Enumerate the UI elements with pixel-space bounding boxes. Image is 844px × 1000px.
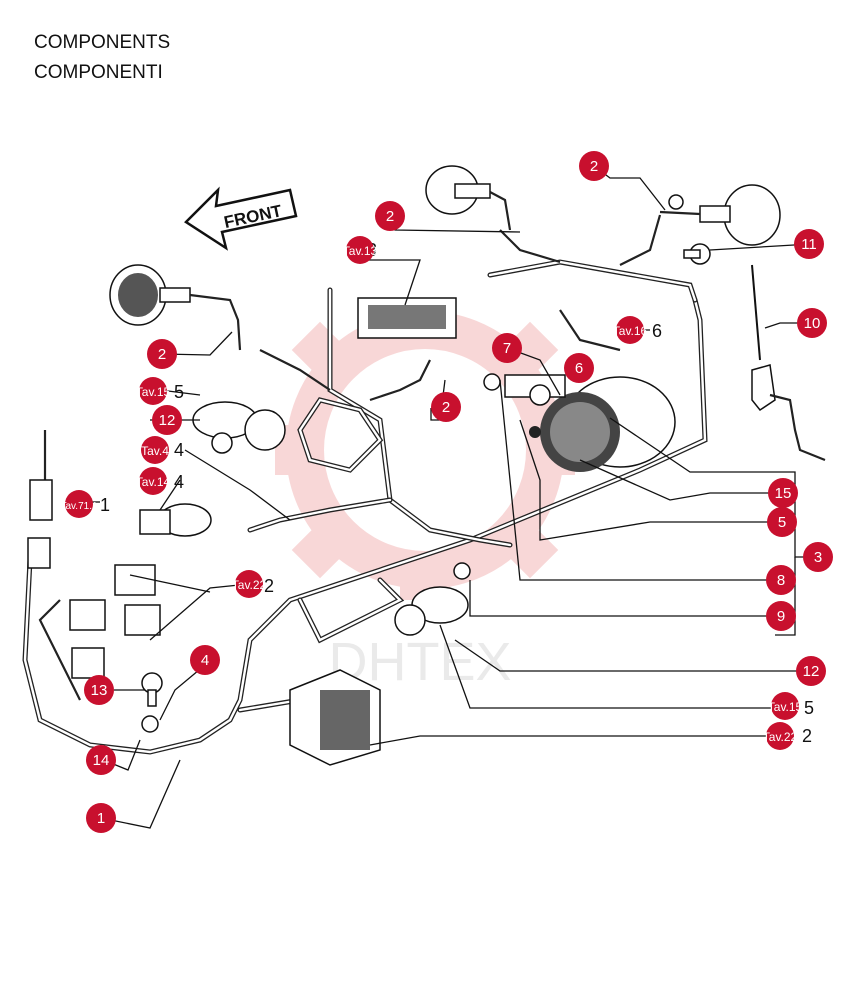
svg-text:Tav.16: Tav.16 bbox=[613, 324, 648, 338]
headlight bbox=[540, 376, 676, 472]
svg-text:2: 2 bbox=[158, 346, 166, 363]
ref-16-suffix: 6 bbox=[652, 321, 662, 341]
motor-14 bbox=[139, 503, 212, 537]
hotspot-2-left[interactable]: 2 bbox=[147, 339, 177, 369]
screw-13 bbox=[141, 672, 163, 733]
svg-text:12: 12 bbox=[159, 412, 176, 429]
hotspot-14[interactable]: 14 bbox=[86, 745, 116, 775]
motor-lower bbox=[394, 562, 471, 636]
hotspot-8[interactable]: 8 bbox=[766, 565, 796, 595]
table-ref-badges: Tav.13 Tav.16 Tav.15 Tav.4 Tav.14 Tav.71… bbox=[60, 236, 803, 750]
badge-tav4[interactable]: Tav.4 bbox=[141, 436, 169, 464]
hotspot-6[interactable]: 6 bbox=[564, 353, 594, 383]
svg-text:11: 11 bbox=[801, 236, 817, 253]
badge-tav711[interactable]: Tav.71.1 bbox=[60, 490, 98, 518]
rear-right-lamp bbox=[659, 184, 781, 246]
bulb-11 bbox=[683, 243, 711, 265]
svg-text:8: 8 bbox=[777, 572, 785, 589]
svg-text:Tav.22: Tav.22 bbox=[763, 730, 798, 744]
ref-711-suffix: 1 bbox=[100, 495, 110, 515]
badge-tav15-left[interactable]: Tav.15 bbox=[136, 377, 171, 405]
badge-tav13[interactable]: Tav.13 bbox=[343, 236, 378, 264]
svg-text:2: 2 bbox=[442, 399, 450, 416]
hotspot-5[interactable]: 5 bbox=[767, 507, 797, 537]
watermark-logo: DHTEX bbox=[275, 300, 575, 692]
badge-tav22-right[interactable]: Tav.22 bbox=[763, 722, 798, 750]
horn-15 bbox=[192, 401, 286, 454]
badge-tav15-right[interactable]: Tav.15 bbox=[768, 692, 803, 720]
svg-text:1: 1 bbox=[97, 810, 105, 827]
hotspot-13[interactable]: 13 bbox=[84, 675, 114, 705]
ref-22a-suffix: 2 bbox=[264, 576, 274, 596]
front-right-lamp-top bbox=[425, 165, 512, 231]
svg-text:15: 15 bbox=[775, 485, 792, 502]
svg-text:7: 7 bbox=[503, 340, 511, 357]
hotspot-12-left[interactable]: 12 bbox=[152, 405, 182, 435]
svg-text:4: 4 bbox=[201, 652, 209, 669]
socket-13 bbox=[357, 297, 457, 339]
fuse-box bbox=[289, 669, 381, 766]
svg-text:10: 10 bbox=[804, 315, 821, 332]
svg-text:Tav.22: Tav.22 bbox=[232, 578, 267, 592]
svg-text:2: 2 bbox=[386, 208, 394, 225]
ref-4-suffix: 4 bbox=[174, 440, 184, 460]
badge-tav22-left[interactable]: Tav.22 bbox=[232, 570, 267, 598]
svg-text:Tav.13: Tav.13 bbox=[343, 244, 378, 258]
svg-text:13: 13 bbox=[91, 682, 108, 699]
hotspot-2-right[interactable]: 2 bbox=[579, 151, 609, 181]
hotspot-1[interactable]: 1 bbox=[86, 803, 116, 833]
hotspot-11[interactable]: 11 bbox=[794, 229, 824, 259]
relay-block bbox=[69, 564, 161, 679]
ref-22b-suffix: 2 bbox=[802, 726, 812, 746]
svg-text:2: 2 bbox=[590, 158, 598, 175]
ref-15a-suffix: 5 bbox=[174, 382, 184, 402]
hotspot-9[interactable]: 9 bbox=[766, 601, 796, 631]
connector-left bbox=[27, 479, 53, 569]
leader-lines bbox=[86, 165, 818, 829]
antenna bbox=[751, 264, 826, 462]
svg-text:Tav.15: Tav.15 bbox=[136, 385, 171, 399]
hotspot-4[interactable]: 4 bbox=[190, 645, 220, 675]
hotspot-3[interactable]: 3 bbox=[803, 542, 833, 572]
hotspot-12-right[interactable]: 12 bbox=[796, 656, 826, 686]
hotspots: 1 2 2 2 2 3 4 5 6 7 8 9 10 11 12 12 13 1… bbox=[84, 151, 833, 833]
ref-14-suffix: 4 bbox=[174, 472, 184, 492]
lens-stack bbox=[483, 373, 566, 438]
badge-tav16[interactable]: Tav.16 bbox=[613, 316, 648, 344]
page-header: COMPONENTS COMPONENTI bbox=[34, 28, 170, 88]
front-arrow: FRONT bbox=[184, 186, 298, 251]
svg-text:5: 5 bbox=[778, 514, 786, 531]
svg-text:14: 14 bbox=[93, 752, 110, 769]
svg-text:12: 12 bbox=[803, 663, 820, 680]
hotspot-15[interactable]: 15 bbox=[768, 478, 798, 508]
badge-tav14[interactable]: Tav.14 bbox=[136, 467, 171, 495]
svg-text:Tav.14: Tav.14 bbox=[136, 475, 171, 489]
hotspot-2-top[interactable]: 2 bbox=[375, 201, 405, 231]
svg-text:9: 9 bbox=[777, 608, 785, 625]
hotspot-2-center[interactable]: 2 bbox=[431, 392, 461, 422]
svg-text:Tav.71.1: Tav.71.1 bbox=[60, 501, 97, 512]
title-english: COMPONENTS bbox=[34, 32, 171, 53]
ref-15b-suffix: 5 bbox=[804, 698, 814, 718]
svg-text:3: 3 bbox=[814, 549, 822, 566]
svg-text:6: 6 bbox=[575, 360, 583, 377]
svg-text:Tav.4: Tav.4 bbox=[141, 444, 169, 458]
hotspot-7[interactable]: 7 bbox=[492, 333, 522, 363]
front-left-lamp bbox=[109, 264, 242, 351]
svg-text:Tav.15: Tav.15 bbox=[768, 700, 803, 714]
title-italian: COMPONENTI bbox=[34, 62, 163, 83]
hotspot-10[interactable]: 10 bbox=[797, 308, 827, 338]
